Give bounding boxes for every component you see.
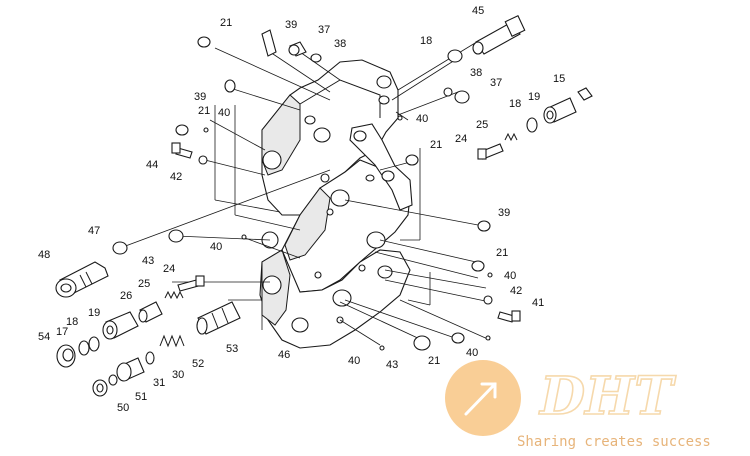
- part-37-plug-top: [288, 41, 307, 57]
- part-31-plug: [116, 357, 145, 382]
- callout-label: 38: [334, 38, 346, 50]
- callout-label: 53: [226, 343, 238, 355]
- callout-label: 21: [198, 105, 210, 117]
- valve-housing: [259, 59, 413, 349]
- callout-labels: 21 39 37 38 45 18 38 37 15 39 21 40 18 1…: [38, 5, 565, 414]
- part-38-oring-top: [310, 53, 322, 63]
- callout-label: 40: [218, 107, 230, 119]
- part-19-valve-left: [102, 311, 139, 340]
- callout-label: 21: [220, 17, 232, 29]
- callout-label: 40: [504, 270, 516, 282]
- watermark: DHT Sharing creates success: [445, 360, 711, 450]
- part-42-washer-right: [483, 295, 493, 305]
- part-18-oring-right: [526, 117, 538, 133]
- part-48-plug: [55, 261, 109, 298]
- callout-label: 52: [192, 358, 204, 370]
- callout-label: 15: [553, 73, 565, 85]
- part-52-spring: [159, 334, 185, 348]
- part-21-oring-right-low: [471, 260, 485, 272]
- part-25-spring-left: [164, 290, 184, 300]
- callout-label: 41: [532, 297, 544, 309]
- callout-label: 39: [194, 91, 206, 103]
- callout-label: 37: [318, 24, 330, 36]
- watermark-logo-text: DHT: [538, 366, 676, 427]
- callout-label: 42: [510, 285, 522, 297]
- callout-label: 30: [172, 369, 184, 381]
- part-21-oring-top: [197, 36, 211, 48]
- part-41-bolt: [497, 310, 521, 323]
- part-17-oring-left: [78, 340, 90, 356]
- part-24-bolt-left: [177, 275, 205, 292]
- callout-label: 21: [496, 247, 508, 259]
- callout-label: 18: [420, 35, 432, 47]
- callout-label: 26: [120, 290, 132, 302]
- callout-label: 39: [498, 207, 510, 219]
- part-40-pin-left: [203, 127, 247, 240]
- callout-label: 37: [490, 77, 502, 89]
- part-45-plug: [472, 15, 526, 55]
- callout-label: 18: [509, 98, 521, 110]
- part-47-oring: [112, 241, 128, 255]
- arrow-icon: [464, 382, 497, 416]
- callout-label: 40: [416, 113, 428, 125]
- callout-label: 42: [170, 171, 182, 183]
- part-24-bolt-right: [477, 143, 504, 160]
- callout-label: 46: [278, 349, 290, 361]
- part-44-bolt: [171, 142, 193, 159]
- callout-label: 54: [38, 331, 50, 343]
- callout-label: 44: [146, 159, 158, 171]
- part-18-oring-top: [447, 49, 463, 63]
- callout-label: 47: [88, 225, 100, 237]
- part-26-sleeve: [138, 301, 163, 323]
- callout-label: 21: [430, 139, 442, 151]
- part-53-spool: [196, 301, 241, 335]
- part-25-spring-right: [504, 132, 518, 142]
- part-21-oring-bottom: [451, 332, 465, 344]
- callout-label: 38: [470, 67, 482, 79]
- part-43-oring-bottom: [413, 335, 431, 351]
- part-43-oring-left: [168, 229, 184, 243]
- part-19-valve-right: [543, 97, 577, 124]
- callout-label: 17: [56, 326, 68, 338]
- callout-label: 21: [428, 355, 440, 367]
- callout-label: 25: [476, 119, 488, 131]
- callout-label: 45: [472, 5, 484, 17]
- watermark-tagline: Sharing creates success: [517, 434, 711, 450]
- callout-label: 19: [88, 307, 100, 319]
- callout-label: 31: [153, 377, 165, 389]
- part-50-cap: [92, 379, 108, 397]
- callout-label: 19: [528, 91, 540, 103]
- callout-label: 50: [117, 402, 129, 414]
- callout-label: 24: [163, 263, 175, 275]
- callout-label: 25: [138, 278, 150, 290]
- part-21-oring-left: [175, 124, 189, 136]
- callout-label: 40: [466, 347, 478, 359]
- leader-lines: [119, 39, 491, 346]
- part-38-oring-right: [443, 87, 453, 97]
- callout-label: 40: [210, 241, 222, 253]
- callout-label: 39: [285, 19, 297, 31]
- part-15-nut: [577, 87, 593, 101]
- callout-label: 24: [455, 133, 467, 145]
- part-21-oring-right-mid: [405, 154, 419, 166]
- part-54-cap: [56, 344, 76, 368]
- part-39-gasket-right: [477, 220, 491, 232]
- part-51-oring: [108, 374, 118, 386]
- part-39-gasket-top: [261, 29, 277, 57]
- part-37-plug-right: [454, 90, 470, 104]
- part-40-pins-right: [379, 115, 493, 351]
- callout-label: 51: [135, 391, 147, 403]
- callout-label: 43: [386, 359, 398, 371]
- callout-label: 18: [66, 316, 78, 328]
- callout-label: 40: [348, 355, 360, 367]
- callout-label: 43: [142, 255, 154, 267]
- part-39-gasket-left: [224, 79, 236, 93]
- part-30-oring: [145, 351, 155, 365]
- part-42-washer: [198, 155, 208, 165]
- callout-label: 48: [38, 249, 50, 261]
- part-18-oring-left: [88, 336, 100, 352]
